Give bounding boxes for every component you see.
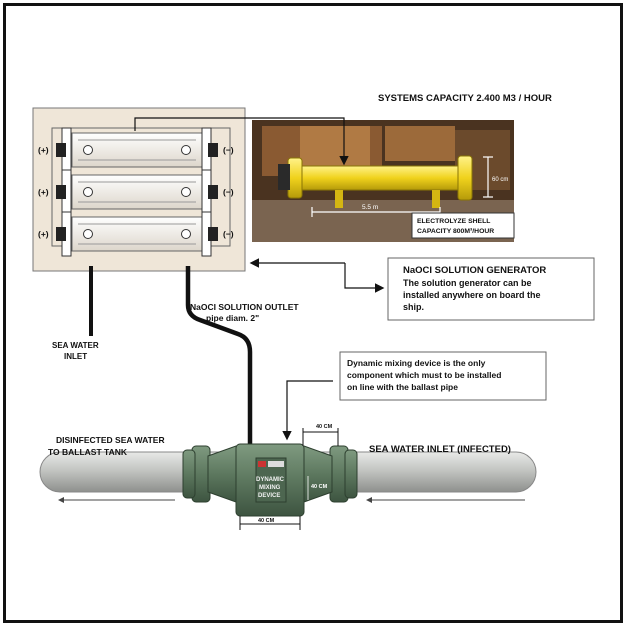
mixer-label-line3: DEVICE: [258, 493, 280, 499]
generator-note-line2: installed anywhere on board the: [403, 290, 541, 300]
flow-arrow: [134, 117, 349, 166]
flow-direction-arrows: [58, 497, 525, 503]
generator-note-line1: The solution generator can be: [403, 278, 532, 288]
mixing-note-line2: component which must to be installed: [347, 370, 501, 380]
mixer-dim-top: 40 CM: [316, 424, 333, 430]
mixing-note-box: [339, 351, 547, 401]
mixer-dim-bottom: 40 CM: [258, 518, 275, 524]
electrolyzer-cell: [71, 216, 203, 252]
electrolyzer-panel: [32, 107, 246, 272]
mixer-dimensions: [239, 428, 339, 530]
minus-terminal-label: (−): [223, 229, 234, 239]
sea-water-inlet-label: SEA WATER: [52, 341, 99, 350]
dynamic-mixing-device: [182, 443, 358, 517]
photo-caption-line1: ELECTROLYZE SHELL: [417, 218, 490, 225]
sea-water-inlet-label: INLET: [64, 352, 87, 361]
naoci-outlet-label: pipe diam. 2": [206, 313, 259, 323]
electrolyzer-photo: [252, 120, 515, 242]
photo-height-dimension: 60 cm: [492, 177, 508, 183]
generator-note-arrow: [344, 263, 385, 293]
plus-terminal-label: (+): [38, 145, 49, 155]
disinfected-water-label: DISINFECTED SEA WATER: [56, 435, 165, 445]
photo-length-dimension: 5.5 m: [362, 204, 378, 211]
mixing-note-line3: on line with the ballast pipe: [347, 382, 458, 392]
mixer-label-line1: DYNAMIC: [256, 477, 285, 483]
systems-capacity-title: SYSTEMS CAPACITY 2.400 M3 / HOUR: [378, 93, 552, 104]
sea-water-inlet-infected-label: SEA WATER INLET (INFECTED): [369, 444, 511, 455]
generator-note-line3: ship.: [403, 302, 424, 312]
minus-terminal-label: (−): [223, 145, 234, 155]
generator-note-box: [387, 257, 595, 321]
naoci-outlet-pipe: [185, 266, 253, 452]
plus-terminal-label: (+): [38, 229, 49, 239]
mixer-label-line2: MIXING: [259, 485, 281, 491]
mixer-dim-side: 40 CM: [311, 484, 328, 490]
minus-terminal-label: (−): [223, 187, 234, 197]
plus-terminal-label: (+): [38, 187, 49, 197]
generator-note-title: NaOCI SOLUTION GENERATOR: [403, 265, 546, 276]
mixing-note-line1: Dynamic mixing device is the only: [347, 358, 486, 368]
mixing-note-arrow: [282, 380, 333, 441]
photo-caption-line2: CAPACITY 800M³/HOUR: [417, 228, 494, 235]
disinfected-water-label: TO BALLAST TANK: [48, 447, 128, 457]
electrolyzer-cell: [71, 174, 203, 210]
naoci-outlet-label: NaOCI SOLUTION OUTLET: [190, 302, 299, 312]
